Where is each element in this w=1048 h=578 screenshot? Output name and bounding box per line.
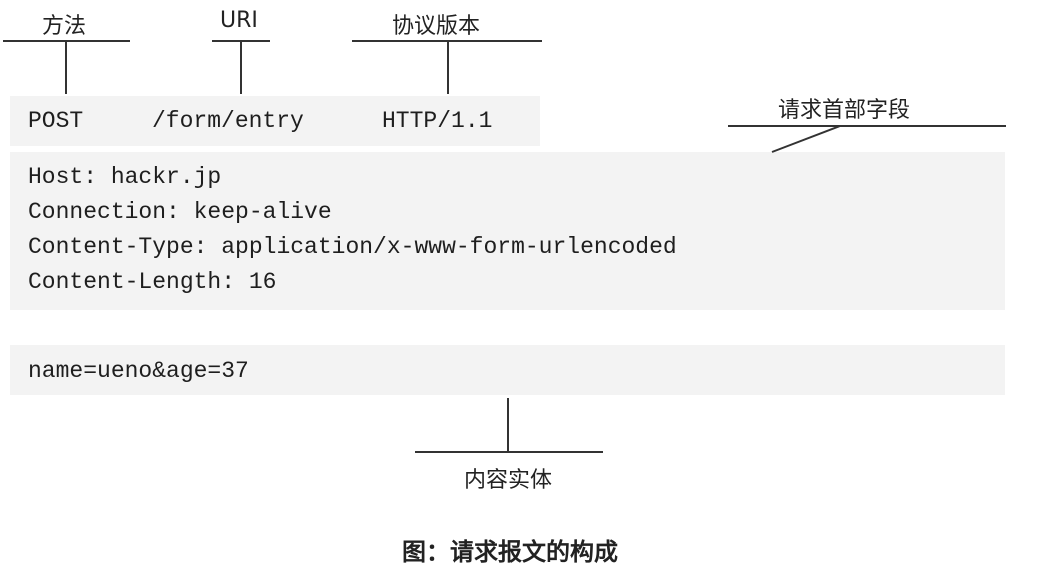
- request-line-background: [10, 96, 540, 146]
- version-pointer-line: [447, 40, 449, 94]
- header-line: Connection: keep-alive: [28, 199, 332, 225]
- method-label: 方法: [42, 14, 87, 39]
- headers-bracket-line: [728, 125, 1006, 127]
- headers-background: [10, 152, 1005, 310]
- entity-pointer-line: [507, 398, 509, 452]
- header-line: Host: hackr.jp: [28, 164, 222, 190]
- request-headers-label: 请求首部字段: [778, 98, 911, 123]
- header-line: Content-Type: application/x-www-form-url…: [28, 234, 677, 260]
- header-line: Content-Length: 16: [28, 269, 277, 295]
- headers-pointer-line: [771, 125, 841, 153]
- uri-pointer-line: [240, 40, 242, 94]
- entity-bracket-line: [415, 451, 603, 453]
- request-uri: /form/entry: [152, 108, 304, 134]
- entity-body-label: 内容实体: [464, 468, 553, 493]
- request-method: POST: [28, 108, 84, 134]
- request-version: HTTP/1.1: [382, 108, 493, 134]
- version-label: 协议版本: [392, 14, 481, 39]
- method-pointer-line: [65, 40, 67, 94]
- body-text: name=ueno&age=37: [28, 358, 249, 384]
- uri-label: URI: [220, 8, 258, 33]
- figure-caption: 图：请求报文的构成: [402, 538, 618, 566]
- body-background: [10, 345, 1005, 395]
